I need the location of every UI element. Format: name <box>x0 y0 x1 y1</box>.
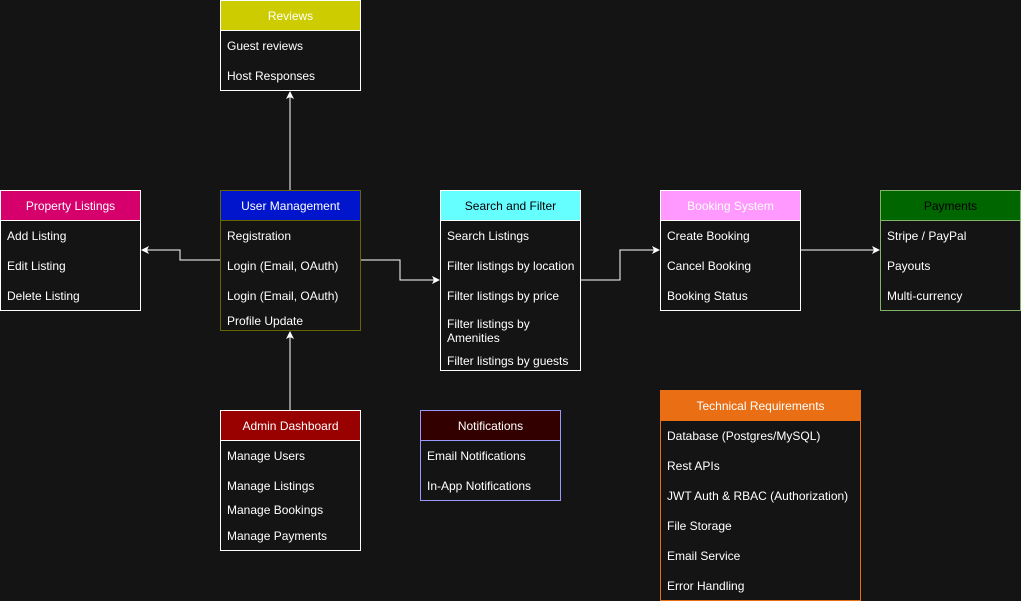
technical-requirements-card: Technical Requirements Database (Postgre… <box>660 390 861 601</box>
tech-item-database: Database (Postgres/MySQL) <box>667 429 821 443</box>
user-management-title: User Management <box>221 191 360 221</box>
booking-item-cancel: Cancel Booking <box>667 259 752 273</box>
property-item-delete-listing: Delete Listing <box>7 289 80 303</box>
booking-item-create: Create Booking <box>667 229 750 243</box>
connector-user-to-search <box>360 259 440 284</box>
property-listings-title: Property Listings <box>1 191 140 221</box>
search-item-filter-price: Filter listings by price <box>447 289 560 303</box>
admin-item-manage-bookings: Manage Bookings <box>227 503 324 517</box>
tech-item-email-service: Email Service <box>667 549 741 563</box>
search-filter-title: Search and Filter <box>441 191 580 221</box>
tech-item-rest-apis: Rest APIs <box>667 459 720 473</box>
property-item-edit-listing: Edit Listing <box>7 259 66 273</box>
notifications-title: Notifications <box>421 411 560 441</box>
property-item-add-listing: Add Listing <box>7 229 67 243</box>
connector-search-to-booking <box>580 246 660 281</box>
search-item-filter-guests: Filter listings by guests <box>447 354 569 368</box>
user-item-login-2: Login (Email, OAuth) <box>227 289 339 303</box>
reviews-item-host-responses: Host Responses <box>227 69 316 83</box>
search-item-search-listings: Search Listings <box>447 229 530 243</box>
user-item-registration: Registration <box>227 229 292 243</box>
notifications-card: Notifications Email Notifications In-App… <box>420 410 561 501</box>
payments-item-payouts: Payouts <box>887 259 931 273</box>
tech-item-file-storage: File Storage <box>667 519 732 533</box>
tech-item-error-handling: Error Handling <box>667 579 745 593</box>
user-item-profile-update: Profile Update <box>227 314 304 328</box>
admin-item-manage-users: Manage Users <box>227 449 306 463</box>
payments-title: Payments <box>881 191 1020 221</box>
payments-item-multi-currency: Multi-currency <box>887 289 963 303</box>
user-item-login-1: Login (Email, OAuth) <box>227 259 339 273</box>
search-item-filter-amenities: Filter listings by Amenities <box>447 317 530 345</box>
user-management-card: User Management Registration Login (Emai… <box>220 190 361 331</box>
payments-card: Payments Stripe / PayPal Payouts Multi-c… <box>880 190 1021 311</box>
property-listings-card: Property Listings Add Listing Edit Listi… <box>0 190 141 311</box>
reviews-item-guest-reviews: Guest reviews <box>227 39 304 53</box>
reviews-title: Reviews <box>221 1 360 31</box>
tech-item-jwt-auth: JWT Auth & RBAC (Authorization) <box>667 489 849 503</box>
booking-item-status: Booking Status <box>667 289 748 303</box>
search-item-filter-location: Filter listings by location <box>447 259 575 273</box>
booking-system-card: Booking System Create Booking Cancel Boo… <box>660 190 801 311</box>
admin-item-manage-listings: Manage Listings <box>227 479 315 493</box>
connector-user-to-property <box>141 246 220 261</box>
search-filter-card: Search and Filter Search Listings Filter… <box>440 190 581 371</box>
admin-item-manage-payments: Manage Payments <box>227 529 328 543</box>
admin-dashboard-title: Admin Dashboard <box>221 411 360 441</box>
reviews-card: Reviews Guest reviews Host Responses <box>220 0 361 91</box>
technical-requirements-title: Technical Requirements <box>661 391 860 421</box>
payments-item-stripe-paypal: Stripe / PayPal <box>887 229 967 243</box>
admin-dashboard-card: Admin Dashboard Manage Users Manage List… <box>220 410 361 551</box>
notifications-item-email: Email Notifications <box>427 449 526 463</box>
booking-system-title: Booking System <box>661 191 800 221</box>
notifications-item-in-app: In-App Notifications <box>427 479 532 493</box>
